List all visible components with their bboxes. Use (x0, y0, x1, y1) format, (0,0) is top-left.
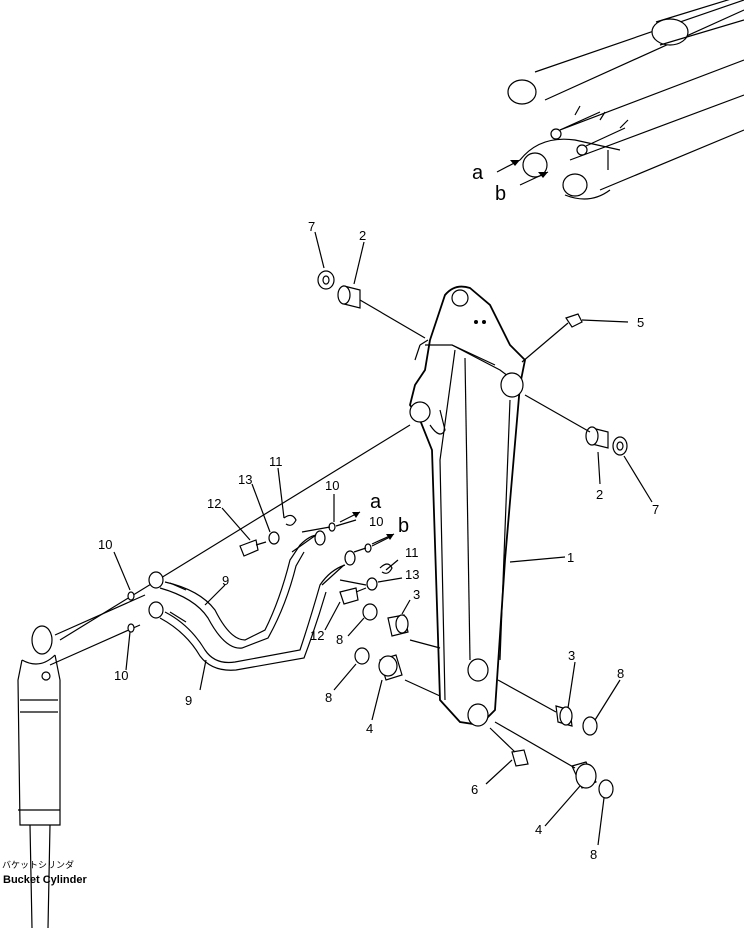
part-8-a (362, 603, 378, 621)
part-8-b (354, 647, 370, 665)
bucket-cylinder (17, 625, 61, 928)
label-3-lower: 3 (568, 648, 575, 663)
label-12-upper: 12 (207, 496, 221, 511)
part-11-upper (283, 514, 297, 526)
label-8-c: 8 (617, 666, 624, 681)
part-12-upper (239, 539, 259, 557)
part-13-lower (366, 577, 378, 591)
label-3-upper: 3 (413, 587, 420, 602)
ref-a-label-top: a (472, 162, 484, 184)
part-labels: 7 2 5 2 7 1 11 13 12 10 a 10 b 10 11 13 … (98, 219, 659, 862)
part-6-fitting (511, 749, 529, 767)
hardware (127, 514, 393, 633)
leaders (113, 231, 653, 846)
ref-b-label-top: b (495, 183, 506, 205)
caption-english: Bucket Cylinder (3, 874, 87, 886)
ref-arrows (339, 160, 548, 545)
label-13-upper: 13 (238, 472, 252, 487)
ref-b-label: b (398, 515, 409, 537)
label-8-b: 8 (325, 690, 332, 705)
label-4-lower: 4 (535, 822, 542, 837)
label-2-lower: 2 (596, 487, 603, 502)
label-10-left-a: 10 (98, 537, 112, 552)
part-8-d (598, 779, 614, 799)
label-8-a: 8 (336, 632, 343, 647)
ref-a-label: a (370, 491, 382, 513)
arm (409, 285, 526, 727)
label-9-lower: 9 (185, 693, 192, 708)
part-12-lower (339, 587, 359, 605)
part-10-left-b (127, 623, 135, 633)
label-13-lower: 13 (405, 567, 419, 582)
label-5: 5 (637, 315, 644, 330)
caption-japanese: バケットシリンダ (2, 859, 74, 871)
label-8-d: 8 (590, 847, 597, 862)
part-10-left-a (127, 591, 135, 601)
bushings (317, 270, 628, 799)
label-2-upper: 2 (359, 228, 366, 243)
label-4-upper: 4 (366, 721, 373, 736)
label-9-upper: 9 (222, 573, 229, 588)
label-12-lower: 12 (310, 628, 324, 643)
label-7-upper: 7 (308, 219, 315, 234)
part-11-lower (379, 563, 393, 574)
center-lines (49, 299, 591, 769)
boom-inset (496, 0, 744, 200)
part-7-upper (317, 270, 335, 290)
label-6: 6 (471, 782, 478, 797)
label-10-left-b: 10 (114, 668, 128, 683)
part-5-fitting (565, 313, 583, 328)
label-10-upper-b: 10 (369, 514, 383, 529)
part-7-lower (612, 436, 628, 456)
label-1: 1 (567, 550, 574, 565)
label-11-lower: 11 (405, 545, 419, 560)
part-8-c (582, 716, 598, 736)
label-7-lower: 7 (652, 502, 659, 517)
hoses (148, 530, 356, 671)
label-11-upper: 11 (269, 454, 283, 469)
part-13-upper (268, 531, 280, 545)
label-10-upper-a: 10 (325, 478, 339, 493)
